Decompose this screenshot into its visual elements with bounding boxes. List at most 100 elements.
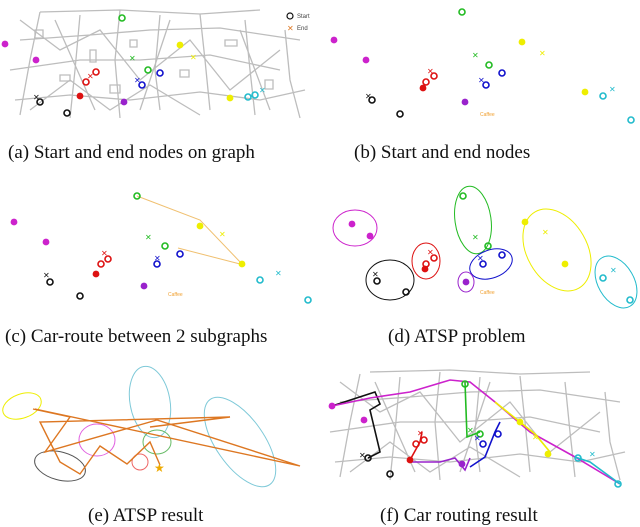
tour-path	[32, 408, 301, 475]
end-node-marker: ✕	[589, 450, 596, 459]
start-node-marker	[599, 274, 607, 282]
node-marker	[419, 84, 427, 92]
start-marker-icon	[286, 12, 294, 20]
start-node-marker	[627, 116, 635, 124]
node-marker	[518, 38, 526, 46]
node-marker	[462, 278, 470, 286]
map-graph-a: Start ✕ End ✕✕✕✕✕✕	[1, 9, 310, 119]
start-node-marker	[494, 430, 502, 438]
end-node-marker: ✕	[427, 67, 434, 76]
caption-b: (b) Start and end nodes	[354, 142, 531, 163]
legend-start: Start	[297, 14, 310, 20]
start-node-marker	[626, 296, 634, 304]
cluster-ellipses	[332, 185, 638, 309]
start-node-marker	[485, 61, 493, 69]
end-node-marker: ✕	[609, 85, 616, 94]
end-node-marker: ✕	[129, 54, 136, 63]
node-marker	[1, 40, 9, 48]
start-node-marker	[76, 292, 84, 300]
start-node-marker	[430, 254, 438, 262]
clusters-d: Caffee ✕✕✕✕✕✕	[332, 185, 638, 309]
end-node-marker: ✕	[87, 72, 94, 81]
start-node-marker	[476, 430, 484, 438]
start-node-marker	[368, 96, 376, 104]
node-marker	[32, 56, 40, 64]
end-node-marker: ✕	[43, 271, 50, 280]
end-node-marker: ✕	[219, 230, 226, 239]
end-node-marker: ✕	[472, 51, 479, 60]
end-node-marker: ✕	[467, 426, 474, 435]
cafe-label: Caffee	[480, 112, 495, 118]
end-node-marker: ✕	[610, 266, 617, 275]
node-marker	[581, 88, 589, 96]
start-node-marker	[461, 380, 469, 388]
start-node-marker	[459, 192, 467, 200]
start-node-marker	[614, 480, 622, 488]
caption-d: (d) ATSP problem	[388, 326, 526, 347]
end-node-marker: ✕	[259, 86, 266, 95]
end-node-marker: ✕	[478, 76, 485, 85]
start-node-marker	[484, 242, 492, 250]
start-node-marker	[161, 242, 169, 250]
start-node-marker	[402, 288, 410, 296]
map-graph-f: ✕✕✕✕✕✕	[328, 369, 626, 488]
end-node-marker: ✕	[33, 93, 40, 102]
start-node-marker	[304, 296, 312, 304]
start-node-marker	[156, 69, 164, 77]
cafe-label: Caffee	[168, 292, 183, 298]
start-node-marker	[373, 277, 381, 285]
start-node-marker	[92, 68, 100, 76]
end-node-marker: ✕	[532, 433, 539, 442]
node-marker	[42, 238, 50, 246]
end-node-marker: ✕	[474, 434, 481, 443]
node-marker	[360, 416, 368, 424]
node-marker	[521, 218, 529, 226]
end-node-marker: ✕	[539, 49, 546, 58]
road-network	[9, 9, 306, 119]
start-node-marker	[82, 78, 90, 86]
end-node-marker: ✕	[365, 92, 372, 101]
cafe-label: Caffee	[480, 290, 495, 296]
node-marker	[516, 418, 524, 426]
start-node-marker	[176, 250, 184, 258]
node-marker	[366, 232, 374, 240]
start-node-marker	[118, 14, 126, 22]
end-node-marker: ✕	[472, 233, 479, 242]
start-node-marker	[97, 260, 105, 268]
node-marker	[362, 56, 370, 64]
panel-c: Caffee ✕✕✕✕✕✕	[0, 182, 320, 312]
star-icon: ★	[154, 461, 165, 475]
atsp-result: ★	[2, 365, 301, 488]
node-marker	[461, 98, 469, 106]
start-node-marker	[599, 92, 607, 100]
start-node-marker	[133, 192, 141, 200]
node-marker	[10, 218, 18, 226]
node-marker	[406, 456, 414, 464]
node-marker	[120, 98, 128, 106]
end-node-marker: ✕	[275, 269, 282, 278]
route-c: Caffee ✕✕✕✕✕✕	[10, 192, 312, 304]
start-node-marker	[498, 69, 506, 77]
start-node-marker	[144, 66, 152, 74]
panel-d: Caffee ✕✕✕✕✕✕	[320, 182, 640, 312]
legend-end: End	[297, 26, 308, 32]
start-node-marker	[430, 72, 438, 80]
start-node-marker	[386, 470, 394, 478]
end-node-marker: ✕	[477, 254, 484, 263]
end-node-marker: ✕	[359, 451, 366, 460]
node-marker	[348, 220, 356, 228]
start-node-marker	[396, 110, 404, 118]
start-node-marker	[458, 8, 466, 16]
end-node-marker: ✕	[145, 233, 152, 242]
caption-c: (c) Car-route between 2 subgraphs	[5, 326, 268, 347]
start-node-marker	[422, 78, 430, 86]
panel-f: ✕✕✕✕✕✕	[320, 362, 640, 492]
car-route	[136, 195, 243, 265]
end-node-marker: ✕	[154, 254, 161, 263]
start-node-marker	[498, 251, 506, 259]
nodes-b: Caffee ✕ ✕ ✕ ✕ ✕ ✕	[330, 8, 635, 124]
node-marker	[226, 94, 234, 102]
panel-e: ★	[0, 362, 320, 492]
node-marker	[92, 270, 100, 278]
start-node-marker	[46, 278, 54, 286]
